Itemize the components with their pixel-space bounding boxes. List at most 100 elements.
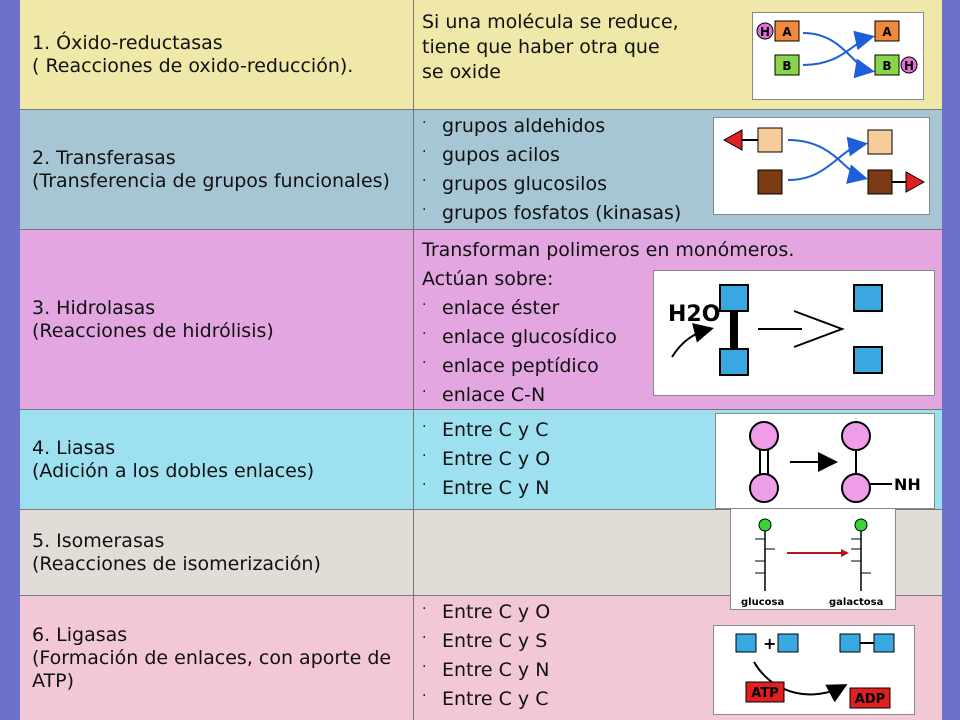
reaction-arrow (753, 661, 848, 703)
bullet-item: ·Entre C y N (422, 656, 942, 685)
class-subtitle: (Adición a los dobles enlaces) (32, 459, 315, 482)
bullet-item: ·grupos fosfatos (kinasas) (422, 199, 942, 228)
bullet-item: ·enlace éster (422, 294, 942, 323)
adp-box (849, 687, 891, 709)
class-subtitle: (Reacciones de isomerización) (32, 552, 321, 575)
bullet-item: ·Entre C y C (422, 685, 942, 714)
bullet-marker: · (422, 202, 427, 218)
b-label: B (782, 59, 791, 73)
bullet-marker: · (422, 384, 427, 400)
description-cell: Transforman polimeros en monómeros. Actú… (414, 230, 942, 409)
water-label: H2O (668, 302, 720, 327)
bullet-marker: · (422, 419, 427, 435)
atom-bottom-left (749, 473, 779, 503)
class-title: 5. Isomerasas (32, 529, 165, 552)
donor-box (757, 127, 783, 153)
description-cell: Si una molécula se reduce, tiene que hab… (414, 0, 942, 109)
bullet-item: ·Entre C y S (422, 627, 942, 656)
class-cell: 1. Óxido-reductasas ( Reacciones de oxid… (20, 0, 414, 109)
bullet-marker: · (422, 326, 427, 342)
galactose-label: galactosa (829, 597, 883, 608)
bullet-marker: · (422, 115, 427, 131)
h-circle-left (756, 22, 774, 40)
atp-label: ATP (751, 686, 778, 701)
group-triangle-right (905, 171, 926, 193)
acceptor-box (757, 169, 783, 195)
donor-box-product (867, 129, 893, 155)
class-cell: 4. Liasas (Adición a los dobles enlaces) (20, 410, 414, 509)
description-line: se oxide (422, 61, 501, 83)
bullet-marker: · (422, 659, 427, 675)
bullet-marker: · (422, 173, 427, 189)
split-arrows (793, 310, 845, 348)
class-subtitle: ( Reacciones de oxido-reducción). (32, 54, 354, 77)
ligase-diagram: + ATP ADP (713, 625, 915, 715)
class-title: 6. Ligasas (32, 623, 128, 646)
bullet-item: ·Entre C y O (422, 445, 942, 474)
bullet-marker: · (422, 630, 427, 646)
product-box-2 (873, 633, 895, 653)
a-label: A (782, 25, 792, 39)
description-line: Actúan sobre: (422, 268, 554, 290)
bullet-marker: · (422, 688, 427, 704)
lyase-diagram: NH (715, 413, 935, 509)
box-b-left (774, 54, 800, 76)
description-line: Transforman polimeros en monómeros. (422, 239, 795, 261)
monomer-top-right (853, 284, 883, 312)
bullet-item: ·gupos acilos (422, 141, 942, 170)
substrate-box-1 (735, 633, 757, 653)
h-circle-right (900, 56, 918, 74)
a-label: A (882, 25, 892, 39)
bullet-item: ·Entre C y N (422, 474, 942, 503)
hydrolysis-diagram: H2O (653, 270, 935, 396)
class-title: 1. Óxido-reductasas (32, 31, 223, 54)
transfer-arrow-1 (787, 139, 868, 184)
group-triangle-left (722, 129, 743, 151)
description-line: tiene que haber otra que (422, 36, 660, 58)
bullet-item: ·enlace glucosídico (422, 323, 942, 352)
bullet-item: ·enlace C-N (422, 381, 942, 410)
class-subtitle: (Transferencia de grupos funcionales) (32, 169, 390, 192)
class-subtitle: (Formación de enlaces, con aporte de ATP… (32, 646, 392, 692)
isomerase-diagram: glucosa galactosa (730, 508, 896, 610)
water-arrow (671, 323, 714, 358)
class-title: 4. Liasas (32, 436, 116, 459)
description-cell: ·Entre C y C ·Entre C y O ·Entre C y N (414, 410, 942, 509)
transfer-arrow-2 (802, 30, 875, 66)
monomer-bottom-right (853, 346, 883, 374)
atp-box (745, 681, 785, 703)
bullet-marker: · (422, 355, 427, 371)
atom-top-left (749, 421, 779, 451)
class-title: 2. Transferasas (32, 146, 176, 169)
atom-bottom-right (841, 473, 871, 503)
hydroxyl-right (854, 518, 868, 532)
bond-bar (730, 311, 738, 349)
glucose-label: glucosa (741, 597, 784, 608)
bullet-item: ·Entre C y O (422, 598, 942, 627)
transfer-arrow-2 (787, 136, 868, 181)
h-label: H (904, 59, 914, 73)
bullet-marker: · (422, 601, 427, 617)
bullet-marker: · (422, 297, 427, 313)
hydroxyl-left (758, 518, 772, 532)
monomer-top-left (719, 284, 749, 312)
plus-sign: + (763, 634, 776, 653)
bullet-item: ·grupos glucosilos (422, 170, 942, 199)
h-label: H (760, 25, 770, 39)
description-cell: ·grupos aldehidos ·gupos acilos ·grupos … (414, 110, 942, 229)
atom-top-right (841, 421, 871, 451)
class-cell: 2. Transferasas (Transferencia de grupos… (20, 110, 414, 229)
acceptor-box-product (867, 169, 893, 195)
class-subtitle: (Reacciones de hidrólisis) (32, 319, 274, 342)
class-cell: 3. Hidrolasas (Reacciones de hidrólisis) (20, 230, 414, 409)
bullet-marker: · (422, 144, 427, 160)
box-a-left (774, 20, 800, 42)
bullet-item: ·grupos aldehidos (422, 112, 942, 141)
box-b-right (874, 54, 900, 76)
bullet-item: ·Entre C y C (422, 416, 942, 445)
bullet-item: ·enlace peptídico (422, 352, 942, 381)
class-cell: 5. Isomerasas (Reacciones de isomerizaci… (20, 510, 414, 595)
product-box-1 (839, 633, 861, 653)
transfer-arrow-1 (802, 32, 875, 79)
description-line: Si una molécula se reduce, (422, 11, 679, 33)
